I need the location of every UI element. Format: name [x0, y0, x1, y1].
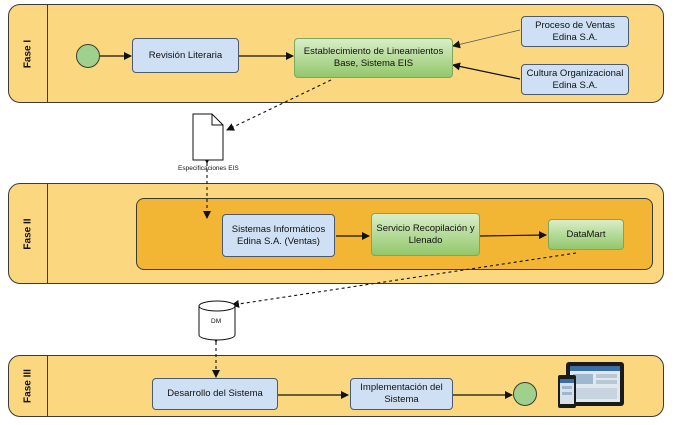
input-proceso-ventas: Proceso de Ventas Edina S.A. — [521, 16, 629, 47]
edge-ventas-establecimiento — [452, 29, 521, 49]
edge-datamart-dm — [231, 252, 577, 308]
task-establecimiento-lineamientos: Establecimiento de Lineamientos Base, Si… — [294, 38, 453, 78]
start-event — [76, 44, 100, 68]
task-servicio-recopilacion: Servicio Recopilación y Llenado — [371, 213, 480, 256]
task-revision-literaria: Revisión Literaria — [132, 38, 239, 73]
task-implementacion-sistema: Implementación del Sistema — [350, 378, 453, 410]
lane-header-fase-3: Fase III — [9, 356, 48, 416]
edge-servicio-datamart — [479, 231, 547, 240]
input-cultura-organizacional: Cultura Organizacional Edina S.A. — [521, 64, 629, 95]
edge-establecimiento-documento — [226, 79, 332, 131]
lane-header-fase-1: Fase I — [9, 5, 48, 102]
datamart-box: DataMart — [548, 219, 624, 250]
task-sistemas-informaticos: Sistemas Informáticos Edina S.A. (Ventas… — [222, 214, 335, 257]
devices-icon — [558, 362, 624, 408]
document-icon — [192, 113, 224, 161]
end-event — [513, 382, 537, 406]
lane-header-fase-2: Fase II — [9, 184, 48, 283]
database-icon — [198, 300, 236, 341]
lane-fase-3: Fase III — [8, 355, 664, 417]
task-desarrollo-sistema: Desarrollo del Sistema — [152, 378, 278, 410]
database-label: DM — [211, 318, 222, 325]
edge-cultura-establecimiento — [452, 62, 521, 80]
document-label: Especificaciones EIS — [178, 165, 239, 172]
